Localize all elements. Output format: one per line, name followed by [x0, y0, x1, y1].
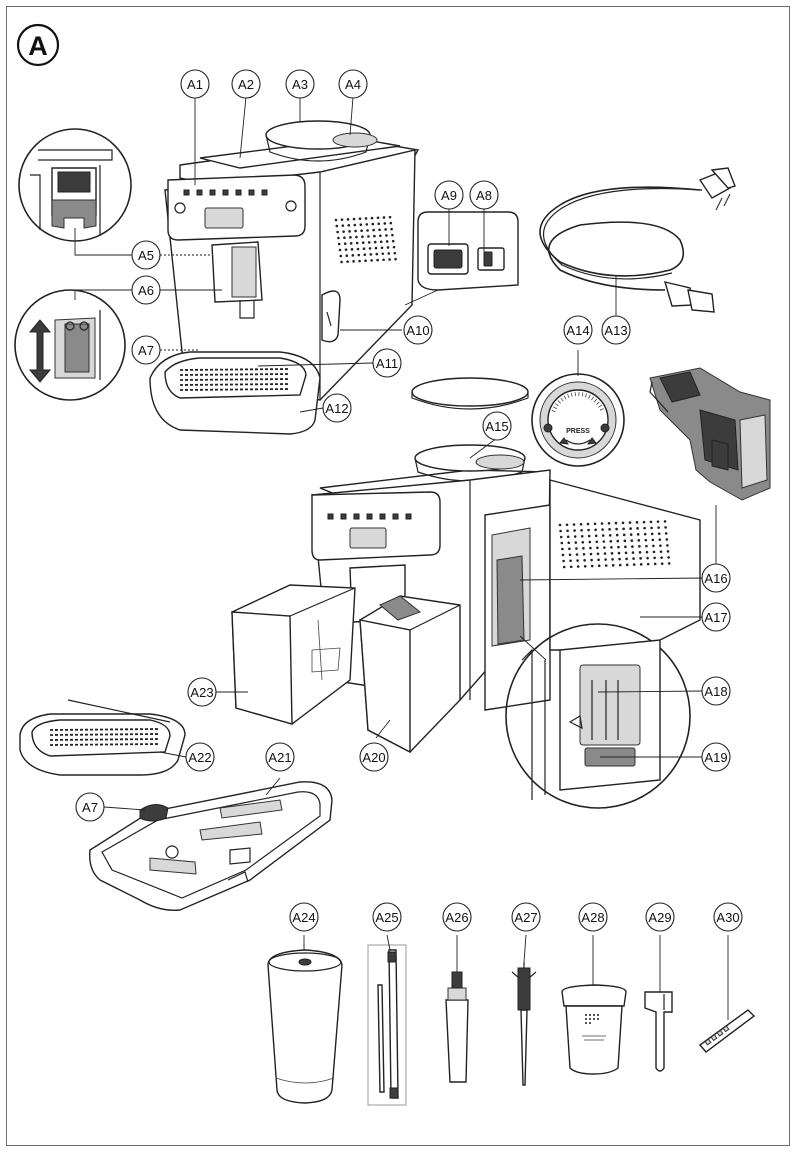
callout-label: A24 [292, 910, 315, 925]
callout-a18: A18 [701, 676, 731, 706]
callout-label: A21 [268, 750, 291, 765]
callout-label: A11 [376, 356, 398, 371]
callout-a3: A3 [285, 69, 315, 99]
callout-label: A9 [441, 188, 457, 203]
callout-label: A19 [704, 750, 727, 765]
water-filter [561, 984, 627, 1075]
callout-a4: A4 [338, 69, 368, 99]
brew-group [649, 367, 771, 501]
callout-a19: A19 [701, 742, 731, 772]
callout-a28: A28 [578, 902, 608, 932]
section-letter-badge: A [16, 23, 60, 67]
callout-a15: A15 [482, 411, 512, 441]
coffee-machine-open [231, 444, 701, 754]
callout-label: A8 [476, 188, 492, 203]
callout-label: A7 [138, 343, 154, 358]
dial-press-label: PRESS [566, 428, 590, 435]
callout-label: A28 [581, 910, 604, 925]
callout-a16: A16 [701, 563, 731, 593]
callout-label: A25 [375, 910, 398, 925]
callout-a7: A7 [131, 335, 161, 365]
callout-a24: A24 [289, 902, 319, 932]
power-cord [539, 167, 736, 313]
callout-a8: A8 [469, 180, 499, 210]
drip-tray [89, 781, 333, 911]
inset-power-socket [404, 211, 519, 306]
callout-a25: A25 [372, 902, 402, 932]
side-vent [334, 215, 397, 264]
callout-a21: A21 [265, 742, 295, 772]
figure-frame [6, 6, 790, 1146]
grind-setting-dial: PRESS [531, 373, 625, 467]
callout-label: A1 [187, 77, 203, 92]
callout-a14: A14 [563, 315, 593, 345]
callout-a1: A1 [180, 69, 210, 99]
inset-spout-detail [18, 128, 132, 242]
callout-a6: A6 [131, 275, 161, 305]
callout-a17: A17 [701, 602, 731, 632]
callout-a26: A26 [442, 902, 472, 932]
coffee-machine-front [149, 120, 420, 435]
bean-hopper-lid [411, 377, 529, 410]
section-letter: A [28, 31, 48, 61]
callout-a11: A11 [372, 348, 402, 378]
callout-label: A23 [190, 685, 213, 700]
callout-label: A3 [292, 77, 308, 92]
callout-label: A6 [138, 283, 154, 298]
grease-tool [644, 991, 673, 1072]
milk-tubes [367, 944, 407, 1106]
callout-label: A4 [345, 77, 361, 92]
callout-label: A13 [604, 323, 627, 338]
callout-label: A29 [648, 910, 671, 925]
inset-cavity-detail [505, 623, 691, 809]
milk-jug [267, 949, 343, 1104]
callout-a12: A12 [322, 393, 352, 423]
callout-a7b: A7 [75, 792, 105, 822]
leader-lines [74, 96, 729, 1020]
callout-label: A22 [188, 750, 211, 765]
callout-label: A2 [238, 77, 254, 92]
callout-label: A18 [704, 684, 727, 699]
callout-a20: A20 [359, 742, 389, 772]
callout-label: A30 [716, 910, 739, 925]
callout-label: A14 [566, 323, 589, 338]
callout-label: A26 [445, 910, 468, 925]
callout-a23: A23 [187, 677, 217, 707]
callout-a29: A29 [645, 902, 675, 932]
callout-label: A17 [704, 610, 727, 625]
callout-a22: A22 [185, 742, 215, 772]
callout-label: A20 [362, 750, 385, 765]
hardness-test-strip [698, 1009, 756, 1053]
callout-label: A16 [704, 571, 727, 586]
callout-label: A12 [325, 401, 348, 416]
callout-a10: A10 [403, 315, 433, 345]
callout-label: A15 [485, 419, 508, 434]
callout-a30: A30 [713, 902, 743, 932]
inset-height-adjust [14, 289, 126, 401]
grease-tube [445, 971, 469, 1083]
callout-label: A27 [514, 910, 537, 925]
callout-a27: A27 [511, 902, 541, 932]
callout-a5: A5 [131, 240, 161, 270]
cleaning-brush [511, 962, 537, 1086]
callout-a2: A2 [231, 69, 261, 99]
callout-label: A7 [82, 800, 98, 815]
callout-label: A5 [138, 248, 154, 263]
callout-a9: A9 [434, 180, 464, 210]
callout-label: A10 [406, 323, 429, 338]
drip-tray-cover [19, 699, 186, 776]
callout-a13: A13 [601, 315, 631, 345]
